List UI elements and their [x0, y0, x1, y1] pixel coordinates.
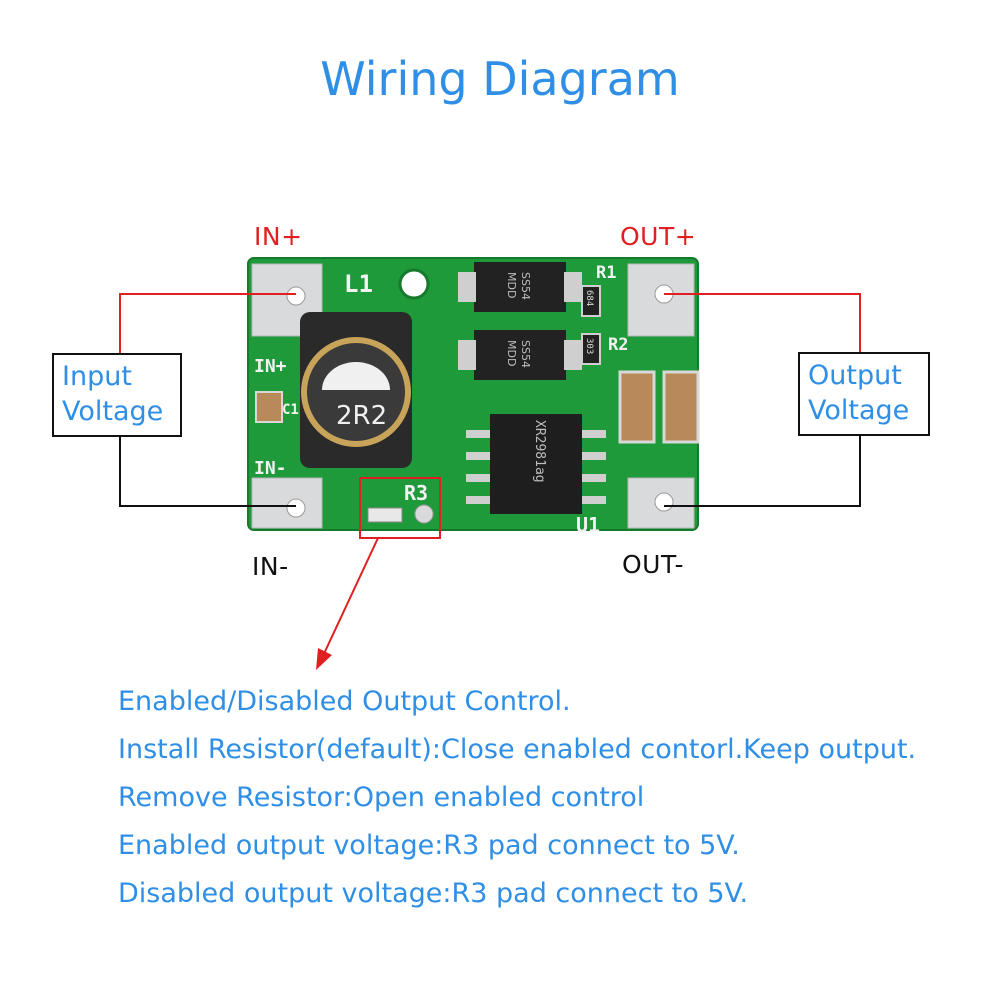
silk-u1: U1	[576, 513, 600, 537]
note-line: Install Resistor(default):Close enabled …	[118, 734, 917, 765]
note-line: Remove Resistor:Open enabled control	[118, 782, 645, 813]
output-voltage-line-2: Voltage	[808, 395, 910, 426]
silk-c1: C1	[282, 402, 299, 418]
r3-arrow-head	[316, 648, 332, 670]
inductor-marking: 2R2	[336, 401, 387, 431]
wire-input-positive	[119, 293, 296, 354]
silk-l1: L1	[344, 270, 373, 298]
silk-in-plus: IN+	[254, 356, 287, 377]
r3-arrow-line	[321, 537, 379, 659]
label-in-plus: IN+	[254, 222, 303, 251]
diode-bottom-maker: MDD	[505, 340, 518, 366]
capacitor-c1	[255, 391, 283, 423]
input-voltage-line-2: Voltage	[62, 396, 164, 427]
diode-top	[474, 262, 566, 312]
diode-bottom-marking: SS54	[519, 340, 532, 368]
output-voltage-line-1: Output	[808, 360, 902, 391]
diode-top-maker: MDD	[505, 272, 518, 298]
input-voltage-line-1: Input	[62, 361, 132, 392]
input-voltage-box: Input Voltage	[52, 353, 182, 437]
ic-marking: XR2981ag	[532, 420, 547, 483]
capacitor-right	[662, 370, 700, 444]
output-voltage-box: Output Voltage	[798, 352, 930, 436]
wire-input-negative	[119, 436, 296, 507]
silk-r1: R1	[596, 263, 616, 283]
resistor-r1-marking: 684	[584, 290, 594, 306]
capacitor-left	[618, 370, 656, 444]
pcb-board: L1 IN+ IN- R1 R2 R3 U1 C1 2R2 XR2981ag S…	[247, 257, 700, 537]
pad-in-minus	[251, 477, 323, 529]
notes-block: Enabled/Disabled Output Control. Install…	[118, 678, 916, 918]
resistor-r3	[367, 507, 403, 523]
label-in-minus: IN-	[252, 552, 289, 581]
wire-output-negative	[664, 436, 861, 507]
resistor-r2	[581, 333, 601, 365]
label-out-plus: OUT+	[620, 222, 697, 251]
silk-r3: R3	[404, 481, 428, 505]
diode-bottom	[474, 330, 566, 380]
ic-chip	[490, 414, 582, 514]
silk-in-minus: IN-	[254, 458, 287, 479]
page-title: Wiring Diagram	[320, 52, 680, 106]
note-line: Enabled/Disabled Output Control.	[118, 686, 571, 717]
resistor-r1	[581, 285, 601, 317]
note-line: Enabled output voltage:R3 pad connect to…	[118, 830, 740, 861]
silk-r2: R2	[608, 335, 628, 355]
note-line: Disabled output voltage:R3 pad connect t…	[118, 878, 749, 909]
resistor-r2-marking: 303	[584, 338, 594, 354]
r3-highlight-box	[359, 477, 441, 539]
wire-output-positive	[664, 293, 861, 354]
label-out-minus: OUT-	[622, 550, 684, 579]
diode-top-marking: SS54	[519, 272, 532, 300]
